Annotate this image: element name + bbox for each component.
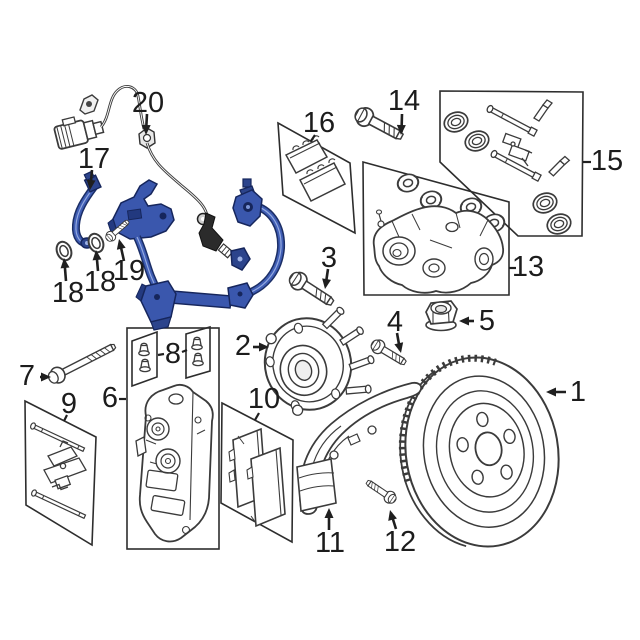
callout-label-12: 12 bbox=[384, 526, 416, 558]
callout-label-2: 2 bbox=[235, 330, 251, 362]
splash-shield-drawing bbox=[296, 381, 423, 515]
bleeder-box-right bbox=[185, 325, 211, 380]
caliper-housing-box bbox=[126, 327, 220, 550]
callout-18a: 18 bbox=[52, 258, 84, 309]
callout-4: 4 bbox=[387, 306, 404, 353]
callout-7: 7 bbox=[19, 360, 51, 392]
callout-label-15: 15 bbox=[591, 145, 623, 177]
callout-label-5: 5 bbox=[479, 305, 495, 337]
callout-15: 15 bbox=[583, 145, 623, 177]
callout-19: 19 bbox=[113, 239, 145, 287]
callout-label-1: 1 bbox=[570, 376, 586, 408]
callout-label-10: 10 bbox=[248, 383, 280, 415]
callout-9: 9 bbox=[61, 388, 77, 422]
bolt-3-drawing bbox=[285, 267, 338, 312]
bolt-7-drawing bbox=[47, 343, 117, 384]
callout-label-20: 20 bbox=[132, 87, 164, 119]
callout-12: 12 bbox=[384, 510, 416, 558]
callout-11: 11 bbox=[315, 508, 345, 559]
pad-hardware-contents bbox=[29, 421, 87, 521]
callout-label-18a: 18 bbox=[52, 277, 84, 309]
callout-1: 1 bbox=[546, 376, 586, 408]
callout-8: 8 bbox=[157, 338, 188, 370]
wheel-studs bbox=[321, 306, 375, 395]
callout-20: 20 bbox=[132, 87, 164, 135]
brake-pad-kit-box bbox=[220, 401, 294, 544]
brake-hose-assembly bbox=[71, 170, 286, 331]
callouts: 1 2 3 4 5 6 7 8 9 10 11 12 bbox=[19, 85, 623, 559]
callout-5: 5 bbox=[459, 305, 495, 337]
hose-bottom-bracket bbox=[135, 280, 254, 331]
bleeder-box-left bbox=[131, 330, 158, 388]
abs-connector bbox=[53, 116, 105, 150]
caliper-kit-box bbox=[362, 160, 510, 296]
callout-label-4: 4 bbox=[387, 306, 403, 338]
lug-holes bbox=[456, 411, 516, 485]
shim-plates-drawing bbox=[284, 135, 347, 202]
callout-label-14: 14 bbox=[388, 85, 420, 117]
pad-hardware-kit-box bbox=[24, 399, 97, 547]
bolt-12-drawing bbox=[363, 476, 400, 507]
callout-13: 13 bbox=[509, 251, 544, 283]
hardware-kit-box bbox=[439, 90, 584, 237]
bolt-4-drawing bbox=[367, 336, 410, 370]
caliper-drawing bbox=[372, 205, 505, 294]
callout-18b: 18 bbox=[84, 250, 116, 298]
callout-label-16: 16 bbox=[303, 107, 335, 139]
callout-label-9: 9 bbox=[61, 388, 77, 420]
callout-17: 17 bbox=[78, 143, 110, 190]
callout-label-18b: 18 bbox=[84, 266, 116, 298]
abs-top-clip bbox=[79, 94, 99, 115]
caliper-housing-drawing bbox=[135, 383, 214, 543]
hub-nut-drawing bbox=[425, 300, 458, 332]
shim-kit-box bbox=[277, 121, 356, 235]
callout-label-11: 11 bbox=[315, 527, 345, 559]
callout-label-8: 8 bbox=[165, 338, 181, 370]
callout-14: 14 bbox=[388, 85, 420, 135]
callout-label-6: 6 bbox=[102, 382, 118, 414]
sealing-washer-1 bbox=[55, 240, 73, 262]
callout-label-3: 3 bbox=[321, 242, 337, 274]
hose-mid-clip bbox=[230, 247, 251, 271]
sealing-washer-2 bbox=[87, 232, 105, 254]
abs-wire-assembly bbox=[53, 85, 234, 259]
callout-10: 10 bbox=[248, 383, 280, 421]
callout-label-13: 13 bbox=[512, 251, 544, 283]
callout-3: 3 bbox=[321, 242, 337, 289]
callout-2: 2 bbox=[235, 330, 269, 362]
callout-16: 16 bbox=[303, 107, 335, 142]
callout-label-19: 19 bbox=[113, 255, 145, 287]
callout-label-17: 17 bbox=[78, 143, 110, 175]
hub-assembly-drawing bbox=[263, 306, 375, 416]
abs-sensor-head bbox=[196, 212, 234, 259]
hose-banjo-fitting bbox=[232, 178, 263, 227]
hardware-kit-contents bbox=[440, 99, 575, 238]
brake-pads-drawing bbox=[228, 427, 286, 528]
callout-6: 6 bbox=[102, 382, 126, 414]
callout-label-7: 7 bbox=[19, 360, 35, 392]
